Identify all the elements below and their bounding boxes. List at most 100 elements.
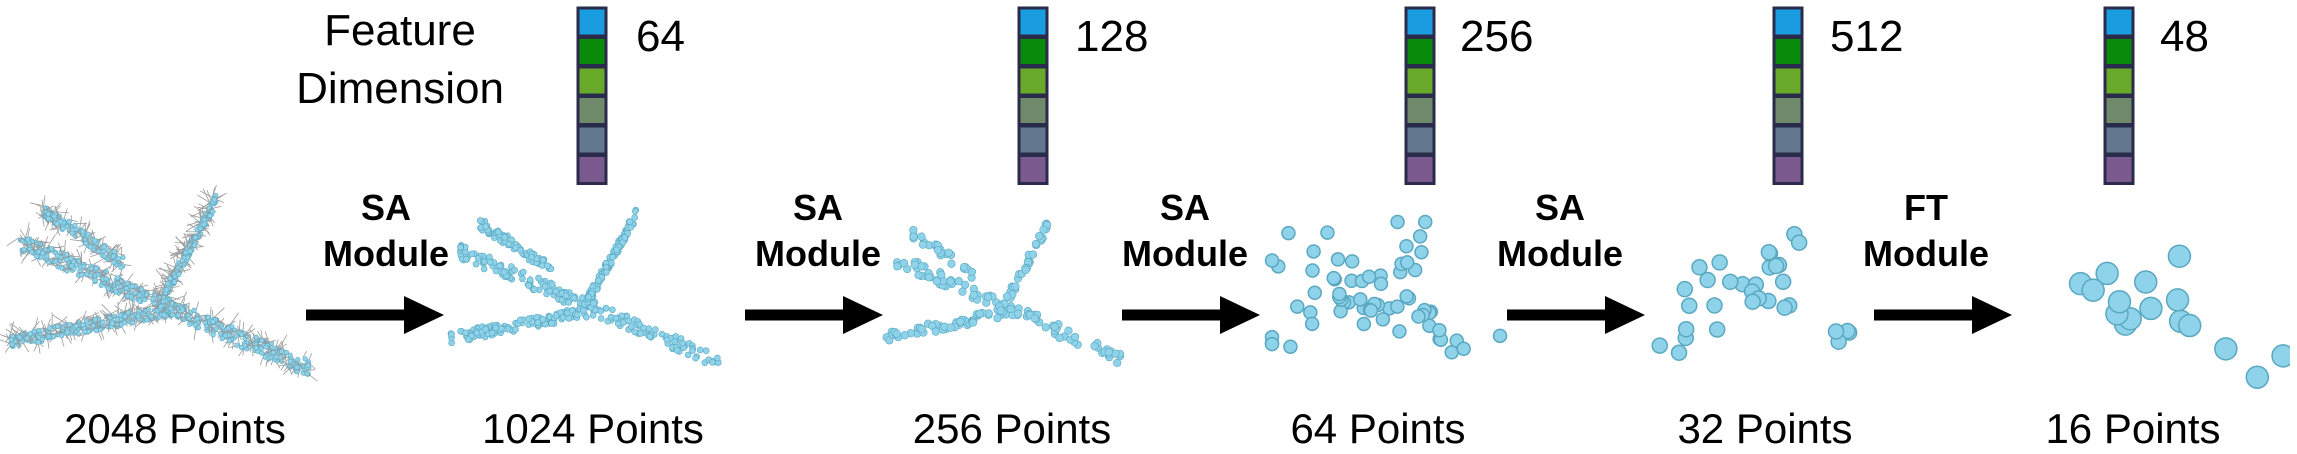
normal-line xyxy=(135,283,141,298)
feature-cell xyxy=(1772,36,1804,67)
normal-line xyxy=(200,190,213,198)
point-cloud-32 xyxy=(1651,225,1858,361)
normal-line xyxy=(160,275,169,277)
module-label-3: SA Module xyxy=(1122,187,1248,274)
cloud-point xyxy=(1344,254,1360,269)
normal-line xyxy=(170,248,186,256)
cloud-point xyxy=(696,346,704,354)
cloud-point xyxy=(1392,324,1407,339)
normal-line xyxy=(278,363,294,367)
feature-stack-4 xyxy=(1772,6,1804,185)
cloud-point xyxy=(109,320,115,326)
cloud-point xyxy=(1326,270,1342,286)
cloud-point xyxy=(480,265,488,273)
normal-line xyxy=(158,268,172,273)
cloud-point xyxy=(528,253,535,261)
cloud-point xyxy=(191,307,197,313)
feature-cell xyxy=(2103,124,2135,156)
cloud-point xyxy=(262,354,268,360)
cloud-point xyxy=(462,329,469,337)
point-count-4: 64 Points xyxy=(1290,405,1466,452)
cloud-point xyxy=(207,213,213,219)
cloud-point xyxy=(158,303,164,310)
cloud-point xyxy=(1064,326,1073,335)
cloud-point xyxy=(525,315,533,322)
cloud-point xyxy=(954,277,963,286)
cloud-point xyxy=(613,246,620,254)
normal-line xyxy=(182,297,186,305)
feature-cell xyxy=(1017,36,1049,67)
cloud-point xyxy=(933,245,942,255)
normal-line xyxy=(169,251,184,260)
cloud-point xyxy=(92,238,98,244)
cloud-point xyxy=(82,329,88,335)
normal-line xyxy=(52,227,61,231)
cloud-point xyxy=(1014,309,1023,318)
cloud-point xyxy=(609,306,616,314)
cloud-point xyxy=(1375,312,1391,327)
cloud-point xyxy=(1028,250,1038,259)
normal-line xyxy=(161,305,169,312)
cloud-point xyxy=(909,232,918,241)
normal-line xyxy=(156,289,165,300)
cloud-point xyxy=(612,314,620,322)
feature-stack-1 xyxy=(576,6,608,185)
normal-line xyxy=(199,201,211,211)
cloud-point xyxy=(1411,309,1426,324)
cloud-point xyxy=(580,307,587,314)
cloud-point xyxy=(476,217,484,224)
feature-cell xyxy=(1404,6,1436,38)
cloud-point xyxy=(562,292,570,300)
cloud-point xyxy=(35,248,42,255)
cloud-point xyxy=(114,316,120,323)
cloud-point xyxy=(464,336,472,343)
cloud-point xyxy=(122,313,128,320)
cloud-point xyxy=(80,322,86,328)
cloud-point xyxy=(192,235,198,241)
cloud-point xyxy=(45,216,51,222)
cloud-point xyxy=(917,232,926,241)
cloud-point xyxy=(210,332,216,338)
normal-line xyxy=(88,231,93,246)
cloud-point xyxy=(457,243,464,251)
cloud-point xyxy=(234,342,240,348)
point-count-5: 32 Points xyxy=(1677,405,1853,452)
cloud-point xyxy=(232,327,238,333)
cloud-point xyxy=(511,266,518,274)
cloud-point xyxy=(1776,299,1793,316)
feature-cell xyxy=(576,65,608,97)
cloud-point xyxy=(68,263,75,269)
normal-line xyxy=(163,262,177,269)
cloud-point xyxy=(64,251,70,258)
normal-line xyxy=(202,188,210,203)
cloud-point xyxy=(65,329,71,335)
point-count-6: 16 Points xyxy=(2045,405,2221,452)
normal-line xyxy=(182,235,194,239)
cloud-point xyxy=(937,270,946,279)
cloud-point xyxy=(25,236,31,242)
cloud-point xyxy=(492,267,500,275)
cloud-point xyxy=(210,319,216,325)
cloud-point xyxy=(468,250,476,258)
cloud-point xyxy=(702,347,710,354)
cloud-point xyxy=(217,331,224,337)
cloud-point xyxy=(539,256,547,264)
cloud-point xyxy=(1417,214,1433,230)
cloud-point xyxy=(45,211,52,217)
cloud-point xyxy=(1353,292,1368,307)
cloud-point xyxy=(160,298,166,304)
cloud-point xyxy=(944,248,953,257)
normal-line xyxy=(135,305,138,315)
normal-line xyxy=(9,323,17,335)
cloud-point xyxy=(637,330,644,337)
cloud-point xyxy=(512,244,519,251)
cloud-point xyxy=(90,323,96,329)
cloud-point xyxy=(294,364,300,370)
cloud-point xyxy=(135,313,141,320)
cloud-point xyxy=(2133,270,2158,294)
cloud-point xyxy=(516,316,524,324)
normal-line xyxy=(108,309,119,316)
cloud-point xyxy=(81,264,87,270)
cloud-point xyxy=(2177,313,2202,338)
normal-line xyxy=(185,318,194,324)
